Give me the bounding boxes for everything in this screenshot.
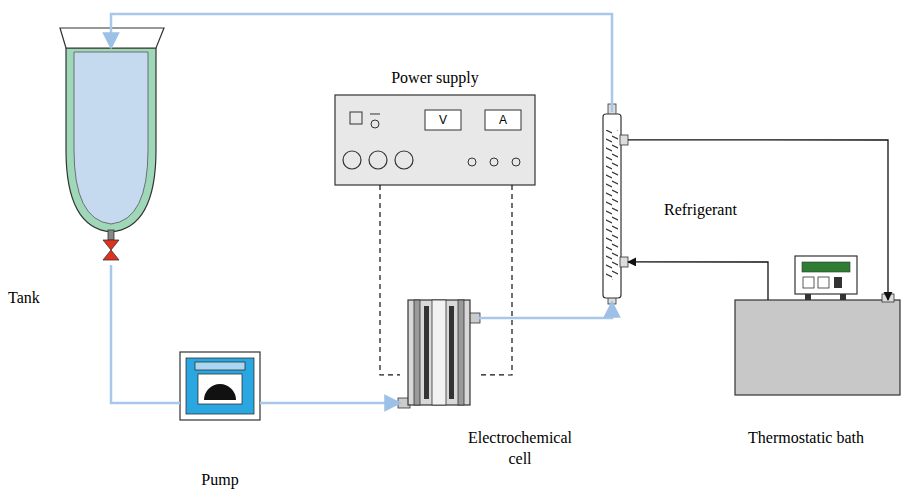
cell-drawing (398, 300, 480, 408)
power-supply-drawing (335, 95, 535, 185)
pump-drawing (180, 352, 260, 420)
equipment-label: Refrigerant (664, 200, 764, 221)
tube-connector (260, 402, 400, 405)
equipment-label: Pump (170, 470, 270, 491)
electric-wire (380, 185, 400, 375)
power-supply-node: Power supply (335, 95, 535, 185)
meter-label: A (485, 113, 521, 127)
tank-drawing (60, 28, 164, 260)
coolant-line (628, 262, 768, 300)
equipment-label: Thermostatic bath (721, 428, 891, 449)
electric-wire (478, 185, 512, 375)
tank-node: Tank (58, 48, 165, 265)
tube-connector (111, 14, 612, 112)
pump-node: Pump (180, 352, 260, 420)
cell-node: Electrochemical cell (400, 300, 478, 410)
coolant-line (628, 140, 888, 300)
condenser-node: Refrigerant (598, 112, 628, 302)
equipment-label: Tank (8, 288, 52, 309)
equipment-label: Electrochemical cell (462, 428, 578, 470)
bath-node: Thermostatic bath (735, 300, 900, 395)
equipment-label: Power supply (335, 68, 535, 89)
tube-connector (478, 302, 612, 318)
condenser-drawing (603, 104, 628, 304)
thermostatic-bath-drawing (735, 256, 900, 395)
meter-label: V (425, 113, 461, 127)
tube-connector (111, 265, 180, 403)
